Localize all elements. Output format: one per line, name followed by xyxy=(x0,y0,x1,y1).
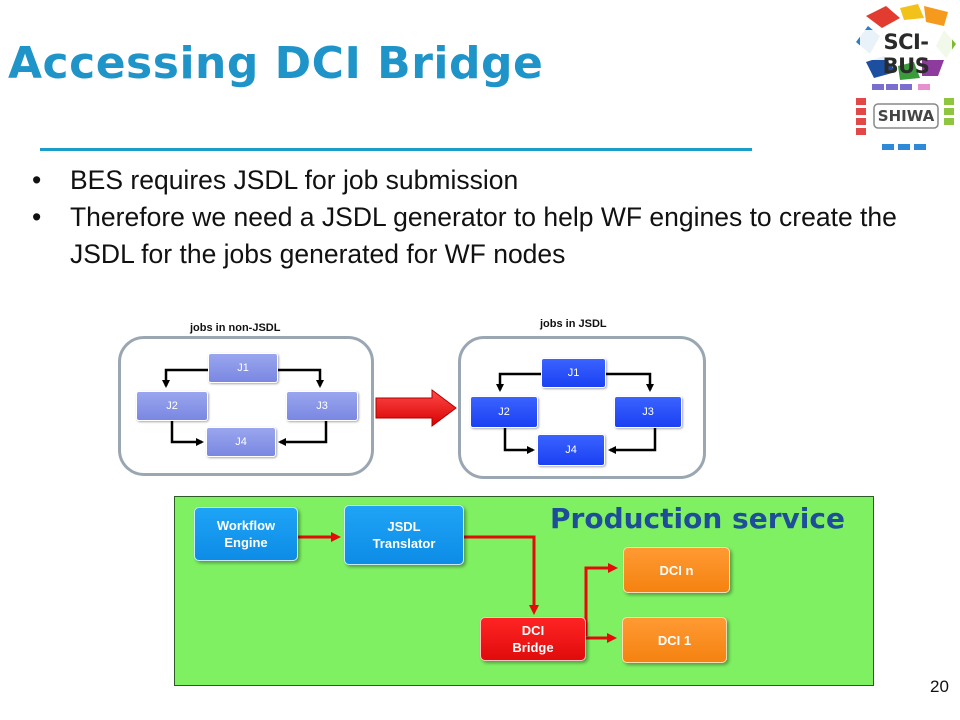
job-j1-jsdl: J1 xyxy=(541,358,606,388)
shiwa-logo: SHIWA xyxy=(852,82,958,156)
job-j3-jsdl: J3 xyxy=(614,396,682,428)
bullet-item: BES requires JSDL for job submission xyxy=(32,162,912,199)
workflow-engine-box: Workflow Engine xyxy=(194,507,298,561)
dci-n-box: DCI n xyxy=(623,547,730,593)
bullet-item: Therefore we need a JSDL generator to he… xyxy=(32,199,912,273)
job-j4-non-jsdl: J4 xyxy=(206,427,276,457)
conversion-arrow xyxy=(375,389,457,427)
non-jsdl-flow-arrows xyxy=(162,368,328,446)
job-j4-jsdl: J4 xyxy=(537,434,605,466)
job-j2-non-jsdl: J2 xyxy=(136,391,208,421)
job-j1-non-jsdl: J1 xyxy=(208,353,278,383)
page-number: 20 xyxy=(930,677,949,696)
shiwa-logo-text: SHIWA xyxy=(877,107,935,125)
shiwa-logo-graphic xyxy=(856,84,954,150)
jsdl-caption: jobs in JSDL xyxy=(540,318,607,330)
job-j2-jsdl: J2 xyxy=(470,396,538,428)
jsdl-translator-box: JSDL Translator xyxy=(344,505,464,565)
production-service-label: Production service xyxy=(550,502,845,535)
sci-bus-logo-graphic xyxy=(856,4,956,80)
sci-bus-logo-text: SCI-BUS xyxy=(882,30,930,78)
jsdl-flow-arrows xyxy=(496,372,657,454)
title-underline xyxy=(40,148,752,151)
bullet-list: BES requires JSDL for job submission The… xyxy=(32,162,912,273)
dci-bridge-box: DCI Bridge xyxy=(480,617,586,661)
sci-bus-logo: SCI-BUS xyxy=(852,2,958,82)
non-jsdl-caption: jobs in non-JSDL xyxy=(190,322,281,334)
page-title: Accessing DCI Bridge xyxy=(8,38,544,89)
job-j3-non-jsdl: J3 xyxy=(286,391,358,421)
dci-1-box: DCI 1 xyxy=(622,617,727,663)
